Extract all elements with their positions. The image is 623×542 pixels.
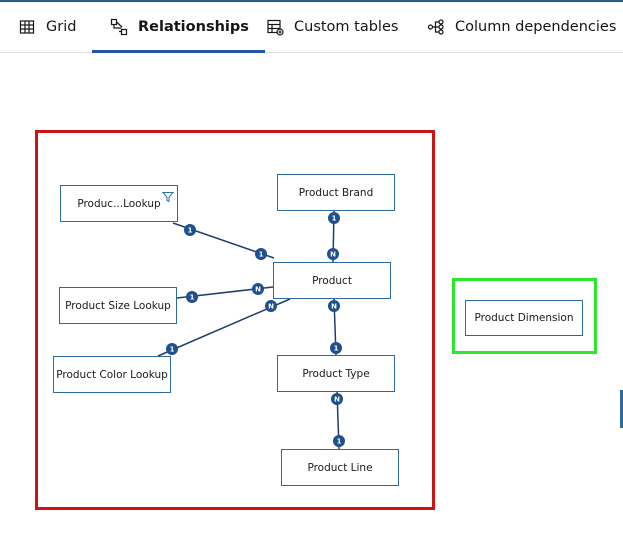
filter-icon[interactable] xyxy=(161,191,175,203)
svg-text:1: 1 xyxy=(332,215,337,223)
cardinality-badge: 1 xyxy=(255,248,267,260)
table-node-label: Product xyxy=(312,274,352,287)
table-node-label: Product Line xyxy=(307,461,373,474)
cardinality-badge: 1 xyxy=(330,342,342,354)
tab-grid[interactable]: Grid xyxy=(18,2,76,52)
tab-custom-tables-label: Custom tables xyxy=(294,19,399,35)
table-node-product-size-lookup[interactable]: Product Size Lookup xyxy=(59,287,177,324)
table-node-product-line[interactable]: Product Line xyxy=(281,449,399,486)
table-node-product-lookup[interactable]: Produc...Lookup xyxy=(60,185,178,222)
table-node-product[interactable]: Product xyxy=(273,262,391,299)
cardinality-badge: N xyxy=(331,393,343,405)
green-group-outline xyxy=(452,278,597,354)
table-node-label: Product Type xyxy=(302,367,370,380)
table-node-product-type[interactable]: Product Type xyxy=(277,355,395,392)
svg-text:1: 1 xyxy=(188,227,193,235)
svg-text:N: N xyxy=(255,286,261,294)
tab-column-dependencies[interactable]: Column dependencies xyxy=(427,2,616,52)
svg-text:N: N xyxy=(334,396,340,404)
grid-icon xyxy=(18,18,36,36)
view-tab-bar: Grid Relationships Custom tables Column … xyxy=(0,2,623,53)
svg-text:N: N xyxy=(268,303,274,311)
table-node-label: Product Brand xyxy=(298,186,374,199)
relationships-icon xyxy=(110,18,128,36)
svg-text:1: 1 xyxy=(337,438,342,446)
cardinality-badge: N xyxy=(328,300,340,312)
cardinality-badge: N xyxy=(265,300,277,312)
svg-text:N: N xyxy=(331,303,337,311)
tab-grid-label: Grid xyxy=(46,19,77,35)
cardinality-badge: N xyxy=(327,248,339,260)
table-node-product-color-lookup[interactable]: Product Color Lookup xyxy=(53,356,171,393)
svg-text:1: 1 xyxy=(170,346,175,354)
tab-column-dependencies-label: Column dependencies xyxy=(455,19,617,35)
svg-text:1: 1 xyxy=(334,345,339,353)
cardinality-badge: 1 xyxy=(166,343,178,355)
table-node-product-dimension[interactable]: Product Dimension xyxy=(465,300,583,336)
table-node-label: Product Size Lookup xyxy=(65,299,171,312)
canvas-edge-marker xyxy=(620,390,623,428)
cardinality-badge: 1 xyxy=(186,291,198,303)
tab-relationships[interactable]: Relationships xyxy=(92,2,265,53)
table-node-label: Produc...Lookup xyxy=(77,197,161,210)
svg-text:N: N xyxy=(330,251,336,259)
dependencies-icon xyxy=(427,18,445,36)
cardinality-badge: 1 xyxy=(328,212,340,224)
tab-custom-tables[interactable]: Custom tables xyxy=(266,2,398,52)
cardinality-badge: N xyxy=(252,283,264,295)
svg-text:1: 1 xyxy=(190,294,195,302)
top-accent-line xyxy=(0,0,623,2)
table-node-label: Product Color Lookup xyxy=(56,368,168,381)
svg-text:1: 1 xyxy=(259,251,264,259)
tab-relationships-label: Relationships xyxy=(138,19,249,35)
custom-table-icon xyxy=(266,18,284,36)
cardinality-badge: 1 xyxy=(184,224,196,236)
table-node-product-brand[interactable]: Product Brand xyxy=(277,174,395,211)
cardinality-badge: 1 xyxy=(333,435,345,447)
table-node-label: Product Dimension xyxy=(474,312,574,324)
red-group-outline xyxy=(35,130,435,510)
